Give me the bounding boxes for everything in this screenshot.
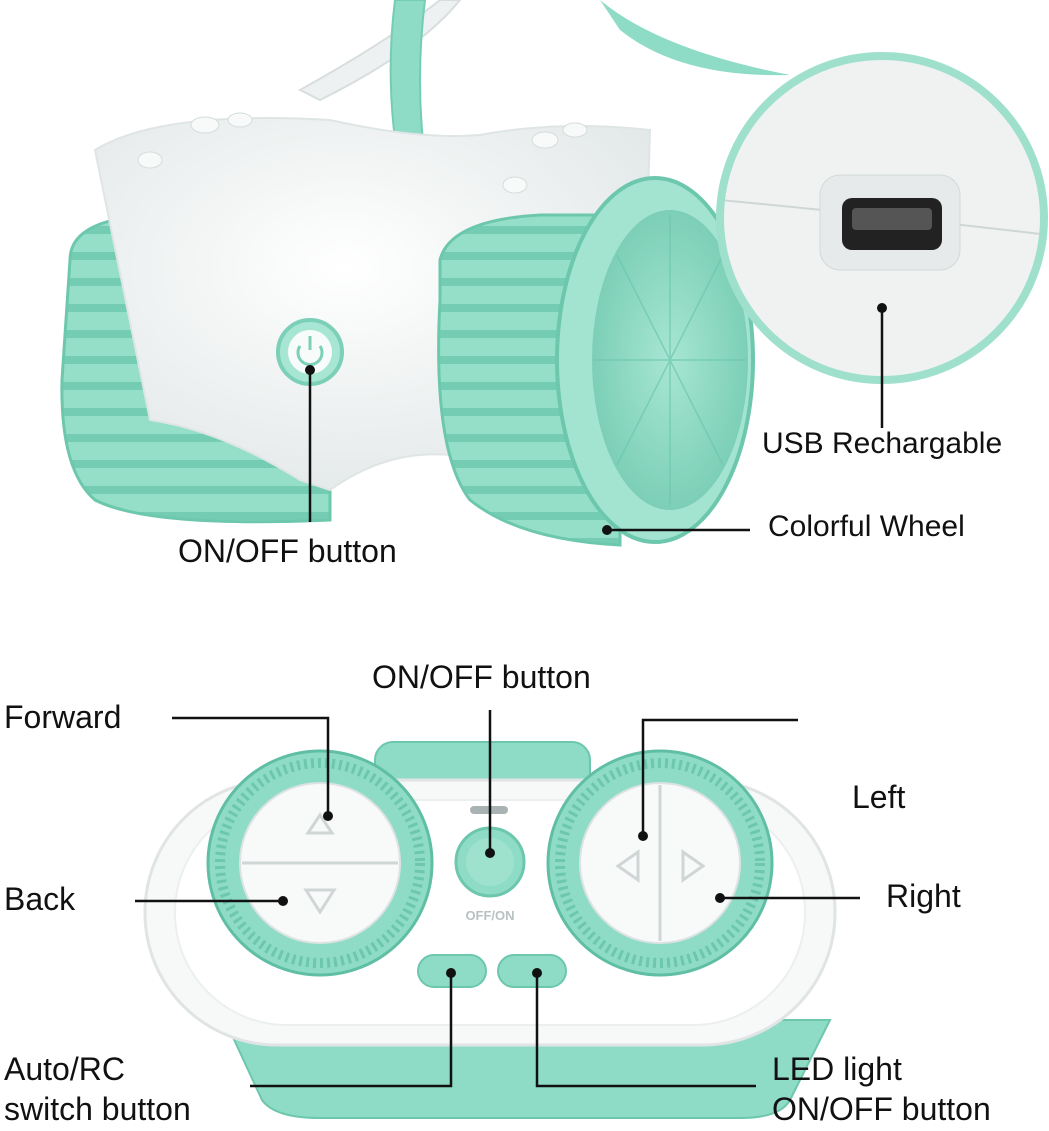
dot-right [715, 893, 725, 903]
dot-led [532, 968, 542, 978]
label-back: Back [4, 881, 76, 917]
label-forward: Forward [4, 699, 122, 735]
toy-power-button [276, 318, 344, 386]
leader-left [641, 718, 798, 836]
led-button [497, 954, 567, 988]
leader-dots [278, 303, 887, 978]
remote-control-illustration: OFF/ON [143, 741, 837, 1119]
label-colorful-wheel: Colorful Wheel [768, 510, 965, 543]
leader-auto-rc [250, 973, 453, 1088]
dot-back [278, 896, 288, 906]
off-on-marking: OFF/ON [465, 908, 514, 923]
dot-auto-rc [446, 968, 456, 978]
leader-forward [172, 716, 330, 816]
label-led-line2: ON/OFF button [772, 1091, 991, 1127]
dot-usb [877, 303, 887, 313]
feather-wand [297, 0, 790, 161]
label-toy-on-off: ON/OFF button [178, 533, 397, 569]
right-wheel [437, 176, 755, 547]
remote-power-button [454, 806, 526, 898]
right-dial [546, 749, 774, 977]
label-remote-on-off: ON/OFF button [372, 659, 591, 695]
dot-remote-power [485, 848, 495, 858]
dot-forward [323, 811, 333, 821]
label-led-line1: LED light [772, 1051, 902, 1087]
label-auto-rc-line2: switch button [4, 1091, 191, 1127]
left-dial [206, 749, 434, 977]
label-auto-rc-line1: Auto/RC [4, 1051, 125, 1087]
label-right: Right [886, 878, 961, 914]
leader-lines [135, 308, 884, 1088]
dot-wheel [602, 525, 612, 535]
label-usb-rechargable: USB Rechargable [762, 427, 1003, 460]
dot-toy-power [305, 365, 315, 375]
leader-led [535, 973, 756, 1088]
usb-port-inset [716, 52, 1048, 384]
cat-toy-illustration [60, 0, 1048, 547]
dot-left [638, 831, 648, 841]
label-left: Left [852, 779, 906, 815]
